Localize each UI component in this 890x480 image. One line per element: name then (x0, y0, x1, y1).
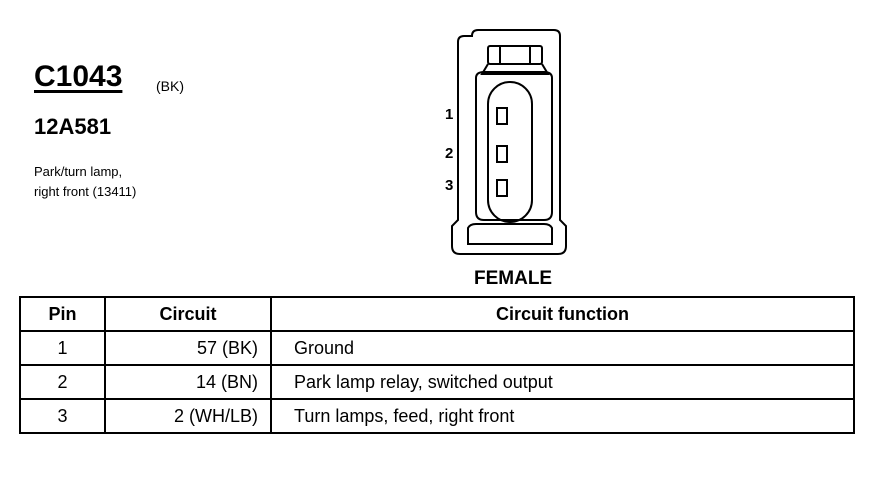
description-line-2: right front (13411) (34, 184, 137, 199)
pin-label-2: 2 (445, 145, 454, 162)
cell-function: Ground (270, 330, 855, 366)
header-circuit-function: Circuit function (270, 296, 855, 332)
header-pin: Pin (19, 296, 106, 332)
pin-label-3: 3 (445, 177, 454, 194)
part-number: 12A581 (34, 114, 112, 139)
pin-cavity (487, 81, 533, 223)
connector-housing-outline (451, 29, 567, 255)
table-header-row: Pin Circuit Circuit function (19, 296, 855, 332)
connector-color: (BK) (156, 78, 184, 94)
cell-circuit: 14 (BN) (104, 364, 272, 400)
connector-id: C1043 (34, 60, 123, 93)
table-row: 3 2 (WH/LB) Turn lamps, feed, right fron… (19, 398, 855, 434)
cell-pin: 3 (19, 398, 106, 434)
terminal-1 (496, 107, 508, 125)
connector-base-lip (467, 223, 553, 245)
connector-gender-label: FEMALE (474, 268, 553, 289)
pinout-table: Pin Circuit Circuit function 1 57 (BK) G… (19, 296, 855, 434)
cell-function: Park lamp relay, switched output (270, 364, 855, 400)
cell-circuit: 57 (BK) (104, 330, 272, 366)
cell-pin: 2 (19, 364, 106, 400)
pin-label-1: 1 (445, 106, 454, 123)
terminal-2 (496, 145, 508, 163)
latch (487, 45, 543, 65)
table-row: 1 57 (BK) Ground (19, 330, 855, 366)
description-line-1: Park/turn lamp, (34, 164, 123, 179)
header-circuit: Circuit (104, 296, 272, 332)
cell-pin: 1 (19, 330, 106, 366)
terminal-3 (496, 179, 508, 197)
table-row: 2 14 (BN) Park lamp relay, switched outp… (19, 364, 855, 400)
cell-circuit: 2 (WH/LB) (104, 398, 272, 434)
connector-inner-body (475, 71, 553, 221)
cell-function: Turn lamps, feed, right front (270, 398, 855, 434)
